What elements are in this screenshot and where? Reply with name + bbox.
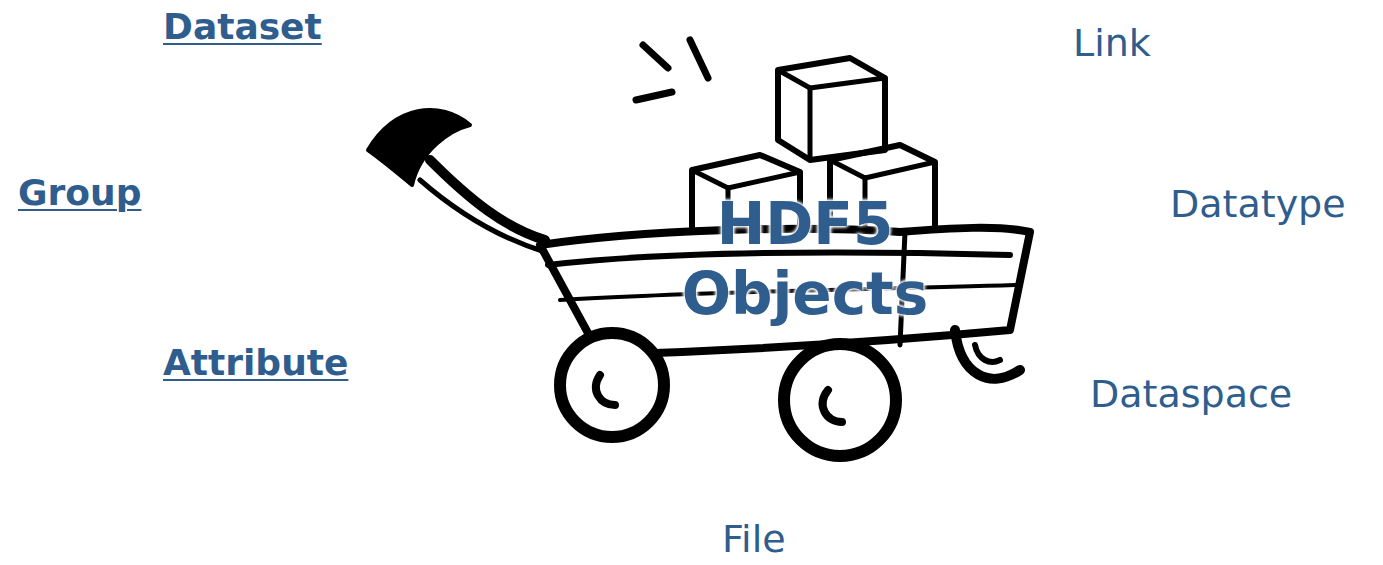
diagram-title: HDF5 Objects	[645, 190, 965, 329]
object-label: Group	[18, 172, 141, 213]
object-label: Dataspace	[1090, 373, 1292, 417]
object-label: Link	[1073, 22, 1151, 66]
object-label: Datatype	[1170, 183, 1346, 227]
object-label: File	[722, 518, 786, 562]
object-label: Attribute	[163, 342, 348, 383]
object-label: Dataset	[163, 6, 322, 47]
